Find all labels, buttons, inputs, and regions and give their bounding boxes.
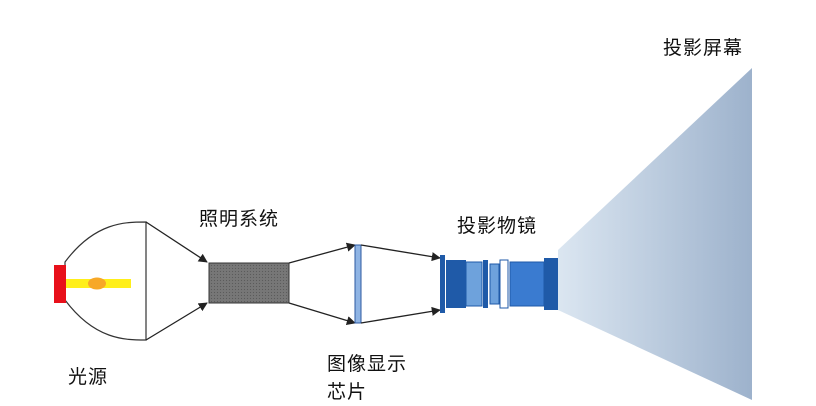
- arrow-chip-upper: [360, 244, 441, 262]
- label-display-chip-line1: 图像显示: [327, 353, 408, 375]
- illumination-block: [208, 262, 290, 304]
- lamp-base: [54, 265, 66, 303]
- display-chip: [354, 244, 362, 324]
- arrow-lamp-lower: [145, 302, 208, 341]
- label-display-chip-line2: 芯片: [327, 381, 368, 403]
- lamp-core: [88, 277, 106, 290]
- projection-lens: [440, 255, 558, 313]
- projection-beam: [558, 68, 752, 400]
- label-illumination-system: 照明系统: [199, 208, 280, 230]
- label-light-source: 光源: [68, 366, 109, 388]
- arrow-chip-lower: [360, 306, 441, 324]
- label-projection-screen: 投影屏幕: [663, 37, 744, 59]
- arrow-illum-lower: [288, 302, 356, 325]
- label-projection-lens: 投影物镜: [457, 215, 538, 237]
- arrow-lamp-upper: [145, 221, 208, 263]
- label-display-chip: 图像显示 芯片: [327, 350, 407, 406]
- arrow-illum-upper: [288, 242, 356, 264]
